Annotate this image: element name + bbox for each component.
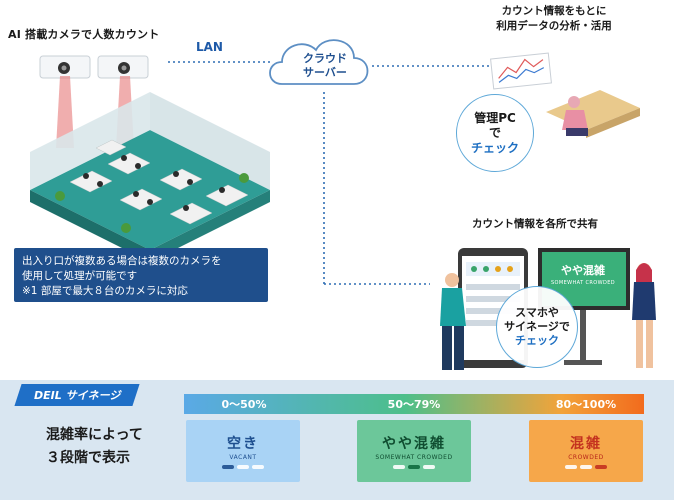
pc-title-line-1: カウント情報をもとに <box>501 5 607 17</box>
status-card-somewhat: やや混雑 SOMEWHAT CROWDED <box>357 420 471 482</box>
pc-title: カウント情報をもとに 利用データの分析・活用 <box>468 4 640 34</box>
range-label-low: 0〜50% <box>221 398 267 411</box>
status-card-crowded: 混雑 CROWDED <box>529 420 643 482</box>
camera-beam <box>56 76 74 148</box>
share-circle-line-2: サイネージで <box>504 320 570 333</box>
status-card-vacant: 空き VACANT <box>186 420 300 482</box>
camera-note-box: 出入り口が複数ある場合は複数のカメラを 使用して処理が可能です ※1 部屋で最大… <box>14 248 268 302</box>
note-line-1: 出入り口が複数ある場合は複数のカメラを <box>22 255 222 267</box>
share-circle-line-1: スマホや <box>515 306 559 319</box>
analyst-pc-illustration <box>490 52 640 138</box>
office-floor-illustration <box>30 92 270 262</box>
note-line-3: ※1 部屋で最大８台のカメラに対応 <box>22 285 188 297</box>
range-label-mid: 50〜79% <box>387 398 441 411</box>
pc-check-bubble: 管理PC で チェック <box>456 94 534 172</box>
share-title: カウント情報を各所で共有 <box>472 218 598 230</box>
status-card-crowded-label: 混雑 <box>570 436 602 452</box>
share-check-bubble: スマホや サイネージで チェック <box>496 286 578 368</box>
status-indicator <box>393 465 435 469</box>
share-circle-line-3: チェック <box>515 334 559 347</box>
person-with-phone-illustration <box>440 273 466 370</box>
desc-line-1: 混雑率によって <box>46 427 143 443</box>
cloud-line-1: クラウド <box>303 52 347 65</box>
diagram-illustration <box>30 39 656 370</box>
legend-description: 混雑率によって ３段階で表示 <box>46 424 143 470</box>
status-card-vacant-sub: VACANT <box>229 454 257 461</box>
range-label-high: 80〜100% <box>555 398 617 411</box>
camera-title: AI 搭載カメラで人数カウント <box>8 28 160 41</box>
cloud-line-2: サーバー <box>303 66 347 79</box>
status-card-vacant-label: 空き <box>227 436 259 452</box>
pc-circle-line-2: で <box>488 125 501 140</box>
status-card-somewhat-label: やや混雑 <box>382 436 446 452</box>
status-indicator <box>222 465 264 469</box>
network-lines <box>168 61 496 285</box>
desc-line-2: ３段階で表示 <box>46 450 130 466</box>
status-card-crowded-sub: CROWDED <box>568 454 604 461</box>
deil-signage-tag-text: DEIL サイネージ <box>33 389 121 402</box>
status-indicator <box>565 465 607 469</box>
ceiling-camera-icon <box>39 55 149 79</box>
cloud-icon <box>269 39 369 85</box>
signage-display-icon <box>538 248 630 365</box>
signage-screen-label: やや混雑 <box>561 264 605 277</box>
deil-signage-tag: DEIL サイネージ <box>14 384 140 406</box>
person-woman-illustration <box>632 263 656 368</box>
congestion-gradient-bar <box>184 394 644 414</box>
pc-title-line-2: 利用データの分析・活用 <box>496 20 612 32</box>
status-card-somewhat-sub: SOMEWHAT CROWDED <box>375 454 453 461</box>
pc-circle-line-1: 管理PC <box>474 110 516 125</box>
lan-label: LAN <box>196 40 223 54</box>
cloud-server-label: クラウド サーバー <box>282 52 368 80</box>
signage-screen-sub: SOMEWHAT CROWDED <box>550 280 616 286</box>
note-line-2: 使用して処理が可能です <box>22 270 138 282</box>
pc-circle-line-3: チェック <box>470 140 519 155</box>
